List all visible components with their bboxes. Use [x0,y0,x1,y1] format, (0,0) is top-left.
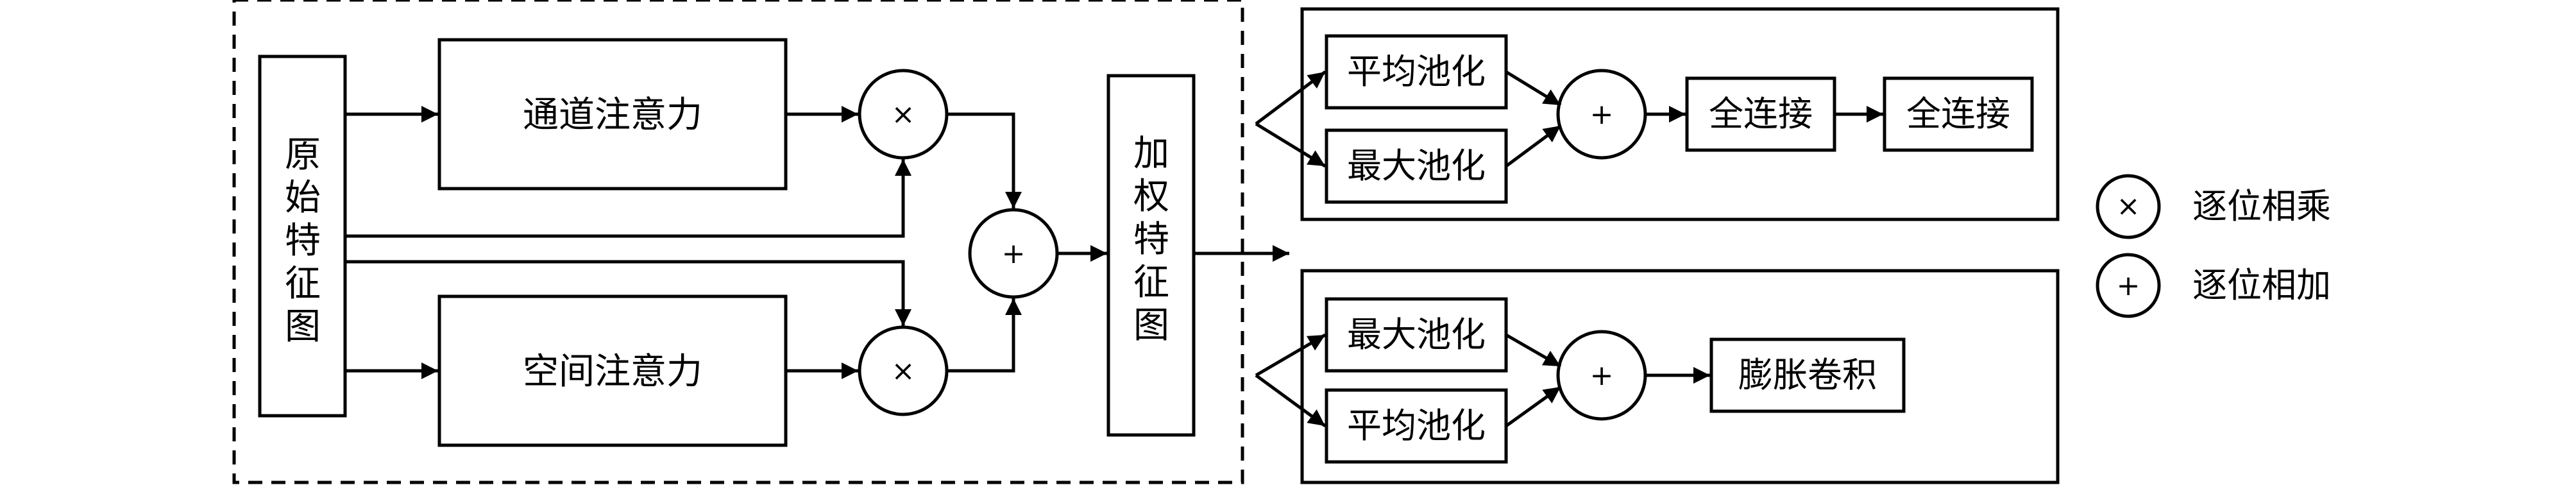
multiply-node-top: × [858,69,949,160]
channel-attention-box: 通道注意力 [437,38,788,191]
legend-multiply-label: 逐位相乘 [2192,186,2331,226]
channel-branch-connectors [1255,70,1883,168]
spatial-branch-max-pool-label: 最大池化 [1347,314,1486,355]
channel-branch-add-node: + [1556,69,1647,160]
original-feature-map-char-4: 征 [285,263,321,305]
channel-branch-add-symbol: + [1590,98,1614,131]
weighted-feature-map-char-4: 征 [1133,262,1169,303]
spatial-attention-box: 空间注意力 [437,294,788,447]
original-feature-map-char-2: 始 [285,177,321,219]
channel-attention-label: 通道注意力 [523,94,702,136]
legend-add-symbol: + [2117,269,2140,302]
weighted-feature-map-box: 加 权 特 征 图 [1106,74,1196,437]
original-feature-map-char-3: 特 [285,220,321,262]
attention-module-frame [232,0,1244,484]
legend-multiply-item: × 逐位相乘 [2096,174,2331,239]
spatial-branch-conv-box: 膨胀卷积 [1709,337,1906,413]
channel-branch-max-pool-box: 最大池化 [1325,128,1508,204]
legend-add-label: 逐位相加 [2192,265,2331,305]
multiply-node-bottom: × [858,325,949,416]
spatial-branch-add-node: + [1556,330,1647,421]
legend-add-item: + 逐位相加 [2096,253,2331,318]
multiply-symbol-bottom: × [892,355,915,387]
add-node-center: + [968,208,1059,299]
spatial-branch-avg-pool-label: 平均池化 [1347,405,1486,446]
weighted-feature-map-char-1: 加 [1133,133,1169,174]
legend: × 逐位相乘 + 逐位相加 [2096,174,2331,318]
spatial-branch-max-pool-box: 最大池化 [1325,297,1508,373]
original-feature-map-char-1: 原 [285,134,321,176]
spatial-branch-conv-label: 膨胀卷积 [1738,355,1877,395]
add-symbol-center: + [1002,237,1026,270]
multiply-symbol-top: × [892,98,915,131]
channel-branch-frame [1300,7,2060,221]
channel-branch-fc1-label: 全连接 [1709,94,1813,134]
original-feature-map-box: 原 始 特 征 图 [258,55,347,418]
weighted-feature-map-char-2: 权 [1133,176,1169,217]
channel-branch-max-pool-label: 最大池化 [1347,146,1486,186]
left-connectors [345,106,1289,379]
spatial-branch-connectors [1255,333,1710,428]
spatial-branch-avg-pool-box: 平均池化 [1325,388,1508,464]
channel-branch-avg-pool-label: 平均池化 [1347,51,1486,92]
channel-branch-avg-pool-box: 平均池化 [1325,34,1508,110]
original-feature-map-char-5: 图 [285,306,321,348]
weighted-feature-map-char-3: 特 [1133,219,1169,260]
legend-multiply-symbol: × [2117,190,2140,223]
spatial-branch-add-symbol: + [1590,359,1614,392]
weighted-feature-map-char-5: 图 [1133,305,1169,346]
spatial-branch-frame [1300,269,2060,484]
channel-branch-fc1-box: 全连接 [1685,76,1836,152]
spatial-attention-label: 空间注意力 [523,351,702,393]
channel-branch-fc2-box: 全连接 [1883,76,2034,152]
channel-branch-fc2-label: 全连接 [1906,94,2010,134]
